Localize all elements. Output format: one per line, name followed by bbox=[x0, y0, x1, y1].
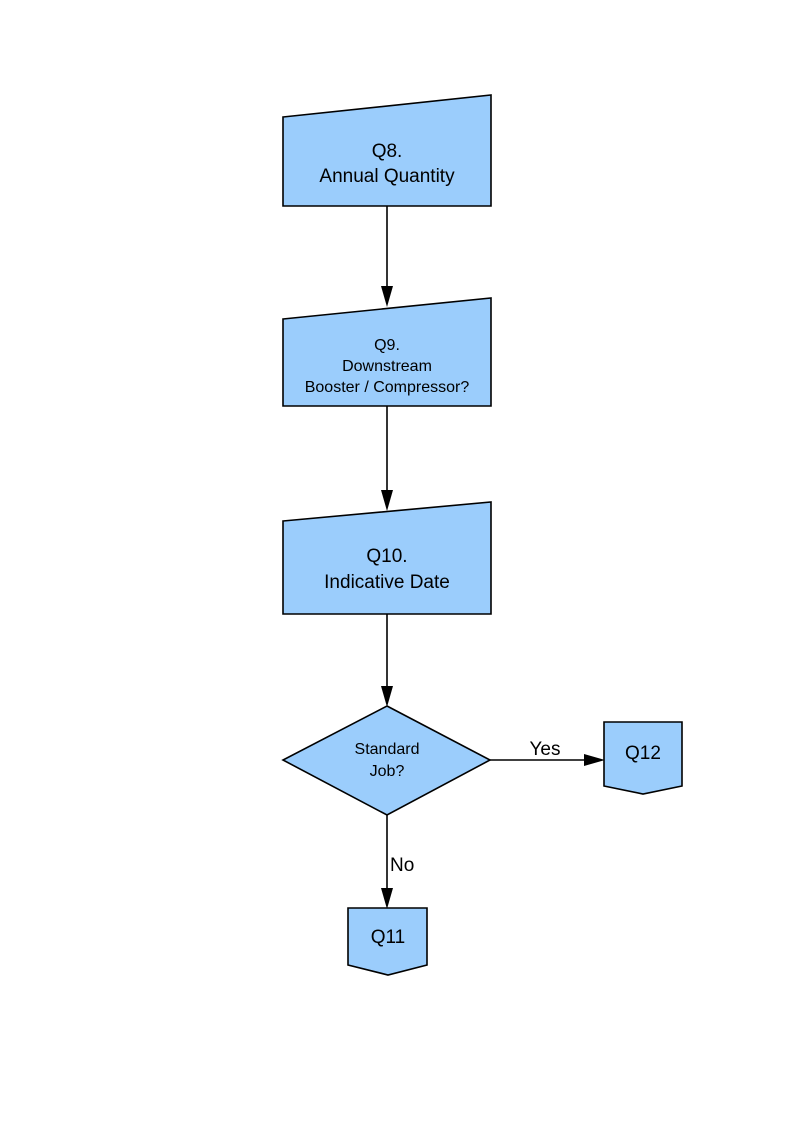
arrow-head-icon bbox=[381, 686, 393, 707]
node-q12-shape[interactable] bbox=[603, 721, 683, 795]
node-q9-shape[interactable] bbox=[282, 297, 492, 407]
node-q9-line1: Q9. bbox=[374, 337, 400, 354]
arrow-head-icon bbox=[381, 490, 393, 511]
connector-q10-to-decision bbox=[381, 614, 393, 707]
node-q9-line2: Downstream bbox=[342, 358, 432, 375]
node-q10[interactable]: Q10. Indicative Date bbox=[282, 501, 492, 615]
node-q10-line2: Indicative Date bbox=[324, 572, 450, 593]
node-decision-shape[interactable] bbox=[281, 705, 492, 816]
node-q11-shape[interactable] bbox=[347, 907, 428, 976]
connector-q9-to-q10 bbox=[381, 406, 393, 511]
connector-q8-to-q9 bbox=[381, 206, 393, 307]
node-decision-standard-job[interactable]: Standard Job? bbox=[281, 705, 492, 816]
node-q10-shape[interactable] bbox=[282, 501, 492, 615]
node-q11-label: Q11 bbox=[371, 927, 406, 948]
node-q9-line3: Booster / Compressor? bbox=[305, 379, 470, 396]
arrow-head-icon bbox=[381, 286, 393, 307]
edge-label-yes: Yes bbox=[530, 739, 561, 760]
node-q8-line2: Annual Quantity bbox=[319, 166, 455, 187]
arrow-head-icon bbox=[381, 888, 393, 909]
node-q12[interactable]: Q12 bbox=[603, 721, 683, 795]
connector-decision-to-q12 bbox=[490, 754, 605, 766]
node-q12-label: Q12 bbox=[625, 743, 661, 764]
node-q10-line1: Q10. bbox=[366, 546, 407, 567]
node-q8-shape[interactable] bbox=[282, 94, 492, 207]
edge-label-no: No bbox=[390, 855, 414, 876]
node-decision-line1: Standard bbox=[355, 741, 420, 758]
node-q8-line1: Q8. bbox=[372, 141, 403, 162]
arrow-head-icon bbox=[584, 754, 605, 766]
connector-decision-to-q11 bbox=[381, 815, 393, 909]
node-q11[interactable]: Q11 bbox=[347, 907, 428, 976]
node-q9[interactable]: Q9. Downstream Booster / Compressor? bbox=[282, 297, 492, 407]
node-q8[interactable]: Q8. Annual Quantity bbox=[282, 94, 492, 207]
node-decision-line2: Job? bbox=[370, 763, 405, 780]
